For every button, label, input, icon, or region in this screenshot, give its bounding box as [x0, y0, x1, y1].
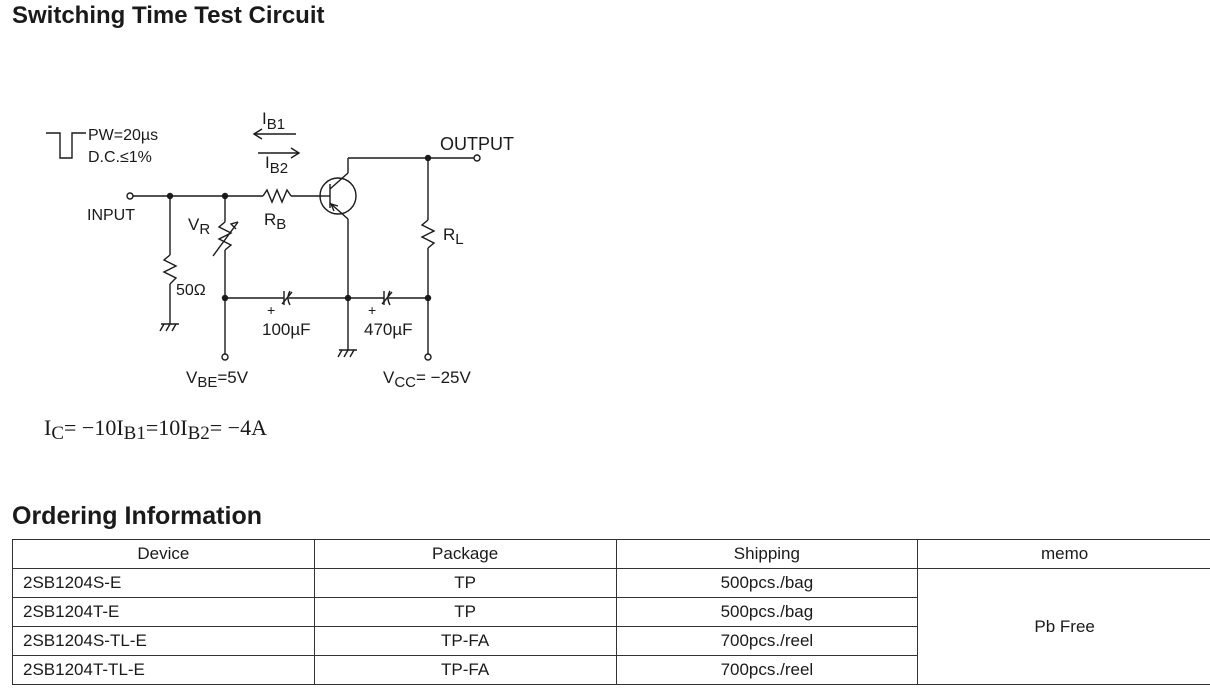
vr-label: VR — [188, 215, 210, 238]
capacitor-470uf-icon — [381, 290, 393, 306]
header-memo: memo — [917, 539, 1210, 569]
resistor-rl-icon — [420, 219, 436, 249]
header-package: Package — [313, 539, 617, 569]
c2-value-label: 470µF — [364, 320, 413, 339]
vcc-label: VCC= −25V — [383, 368, 472, 391]
ordering-table: Device Package Shipping memo 2SB1204S-E … — [12, 539, 1210, 685]
table-row: 2SB1204T-TL-E TP-FA 700pcs./reel — [12, 655, 1210, 685]
resistor-50ohm-label: 50Ω — [176, 282, 206, 299]
package-cell: TP-FA — [313, 626, 617, 656]
package-cell: TP-FA — [313, 655, 617, 685]
shipping-cell: 700pcs./reel — [615, 655, 919, 685]
resistor-rb-icon — [262, 188, 292, 204]
pnp-transistor-icon — [319, 172, 357, 220]
table-row: 2SB1204T-E TP 500pcs./bag — [12, 597, 1210, 627]
table-row: 2SB1204S-E TP 500pcs./bag Pb Free — [12, 568, 1210, 685]
header-shipping: Shipping — [615, 539, 919, 569]
package-cell: TP — [313, 597, 617, 627]
duty-cycle-label: D.C.≤1% — [88, 149, 152, 166]
ib2-arrow-icon — [258, 147, 301, 159]
package-cell: TP — [313, 568, 617, 598]
table-header-row: Device Package Shipping memo — [12, 539, 1210, 569]
vbe-label: VBE=5V — [186, 368, 249, 391]
c1-polarity-label: + — [267, 302, 275, 318]
memo-cell: Pb Free — [917, 568, 1210, 685]
shipping-cell: 500pcs./bag — [615, 568, 919, 598]
pulse-waveform-icon — [46, 132, 86, 159]
input-label: INPUT — [87, 207, 135, 224]
current-equation: IC= −10IB1=10IB2= −4A — [44, 415, 267, 444]
vbe-terminal — [221, 353, 229, 361]
rb-label: RB — [264, 210, 286, 233]
device-cell: 2SB1204S-E — [12, 568, 315, 598]
shipping-cell: 700pcs./reel — [615, 626, 919, 656]
c1-value-label: 100µF — [262, 320, 311, 339]
header-device: Device — [12, 539, 315, 569]
ordering-info-heading: Ordering Information — [12, 502, 262, 530]
ground-symbol-left — [159, 323, 179, 332]
switching-time-heading: Switching Time Test Circuit — [12, 2, 325, 29]
device-cell: 2SB1204T-E — [12, 597, 315, 627]
ib1-label: IB1 — [262, 109, 285, 133]
switching-test-circuit-diagram: PW=20µs D.C.≤1% INPUT OUTPUT IB1 IB2 RB … — [44, 109, 514, 444]
device-cell: 2SB1204T-TL-E — [12, 655, 315, 685]
resistor-50ohm-icon — [162, 254, 178, 285]
rl-label: RL — [443, 225, 464, 248]
ib1-arrow-icon — [252, 128, 296, 140]
shipping-cell: 500pcs./bag — [615, 597, 919, 627]
output-label: OUTPUT — [440, 134, 514, 154]
ib2-label: IB2 — [265, 153, 288, 177]
table-row: 2SB1204S-TL-E TP-FA 700pcs./reel — [12, 626, 1210, 656]
capacitor-100uf-icon — [281, 290, 293, 306]
device-cell: 2SB1204S-TL-E — [12, 626, 315, 656]
variable-resistor-icon — [217, 221, 233, 251]
output-terminal — [473, 154, 481, 162]
ground-symbol-emitter — [337, 349, 357, 358]
junction-dots — [166, 154, 432, 302]
c2-polarity-label: + — [368, 302, 376, 318]
pulse-width-label: PW=20µs — [88, 127, 158, 144]
vcc-terminal — [424, 353, 432, 361]
input-terminal — [126, 192, 134, 200]
